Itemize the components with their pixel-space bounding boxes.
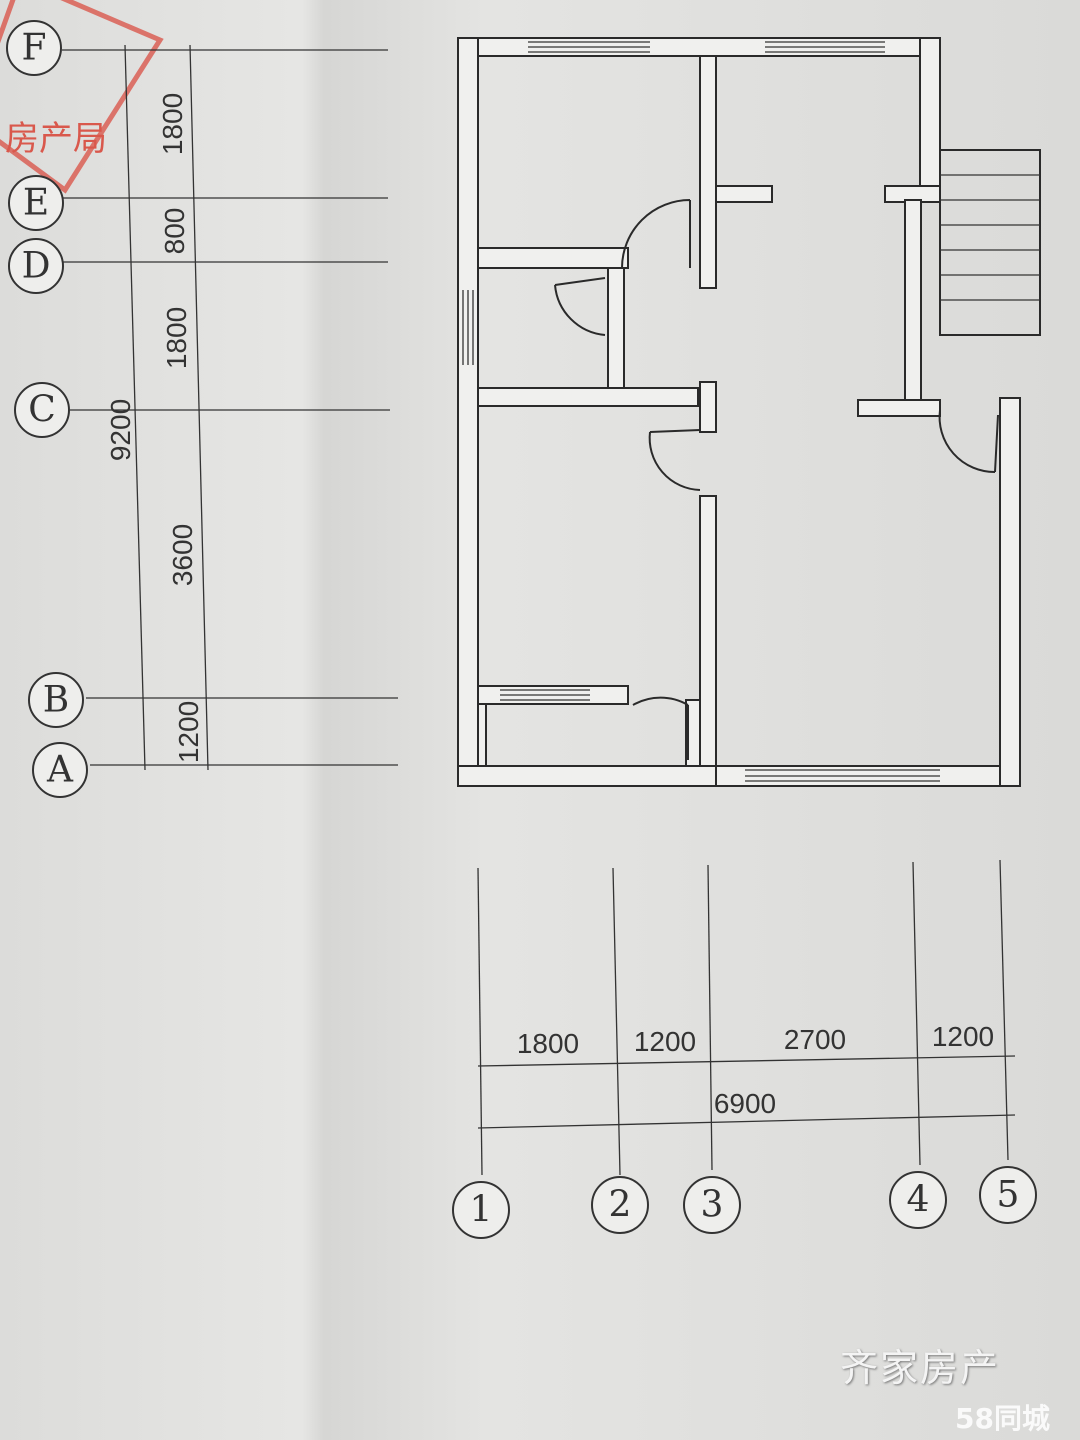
svg-text:A: A <box>46 750 74 791</box>
axis-marker-C: C <box>14 382 70 438</box>
column-axis-markers: 1 2 3 4 5 <box>452 1166 1037 1239</box>
dim-4-5: 1200 <box>932 1021 994 1052</box>
dim-B-A: 1200 <box>173 701 204 763</box>
dim-D-C: 1800 <box>161 307 192 369</box>
svg-text:1: 1 <box>470 1190 493 1231</box>
axis-marker-2: 2 <box>591 1176 649 1234</box>
svg-text:4: 4 <box>907 1180 930 1221</box>
windows <box>462 41 940 782</box>
dim-total-columns: 6900 <box>714 1088 776 1119</box>
watermark-site: 58同城 <box>955 1402 1050 1435</box>
dim-3-4: 2700 <box>784 1024 846 1055</box>
dim-C-B: 3600 <box>167 524 198 586</box>
dim-E-D: 800 <box>159 208 190 255</box>
watermark-brand: 齐家房产 <box>839 1346 1000 1390</box>
column-axis-lines <box>477 859 1016 1176</box>
staircase <box>939 149 1041 336</box>
dim-2-3: 1200 <box>634 1026 696 1057</box>
red-stamp: 房产局 <box>0 0 164 194</box>
row-axis-markers: F E D C B A <box>6 20 88 798</box>
axis-marker-F: F <box>6 20 62 76</box>
svg-text:C: C <box>28 390 56 431</box>
svg-text:5: 5 <box>997 1175 1020 1216</box>
svg-text:2: 2 <box>609 1185 632 1226</box>
svg-text:B: B <box>43 680 69 721</box>
axis-marker-1: 1 <box>452 1181 510 1239</box>
walls <box>457 37 1021 787</box>
stamp-text: 房产局 <box>5 119 107 159</box>
dim-1-2: 1800 <box>517 1028 579 1059</box>
axis-marker-3: 3 <box>683 1176 741 1234</box>
dim-total-rows: 9200 <box>105 399 136 461</box>
svg-text:3: 3 <box>701 1185 724 1226</box>
axis-marker-5: 5 <box>979 1166 1037 1224</box>
svg-text:D: D <box>22 246 51 287</box>
axis-marker-4: 4 <box>889 1171 947 1229</box>
doors <box>554 199 999 760</box>
axis-marker-A: A <box>32 742 88 798</box>
axis-marker-E: E <box>8 175 64 231</box>
dim-F-E: 1800 <box>157 93 188 155</box>
svg-text:F: F <box>22 28 47 69</box>
row-dimension-labels: 1800 800 1800 3600 1200 9200 <box>105 93 204 763</box>
axis-marker-D: D <box>8 238 64 294</box>
axis-marker-B: B <box>28 672 84 728</box>
row-axis-lines <box>62 44 398 771</box>
column-dimension-labels: 1800 1200 2700 1200 6900 <box>517 1021 994 1119</box>
svg-text:E: E <box>23 183 49 224</box>
